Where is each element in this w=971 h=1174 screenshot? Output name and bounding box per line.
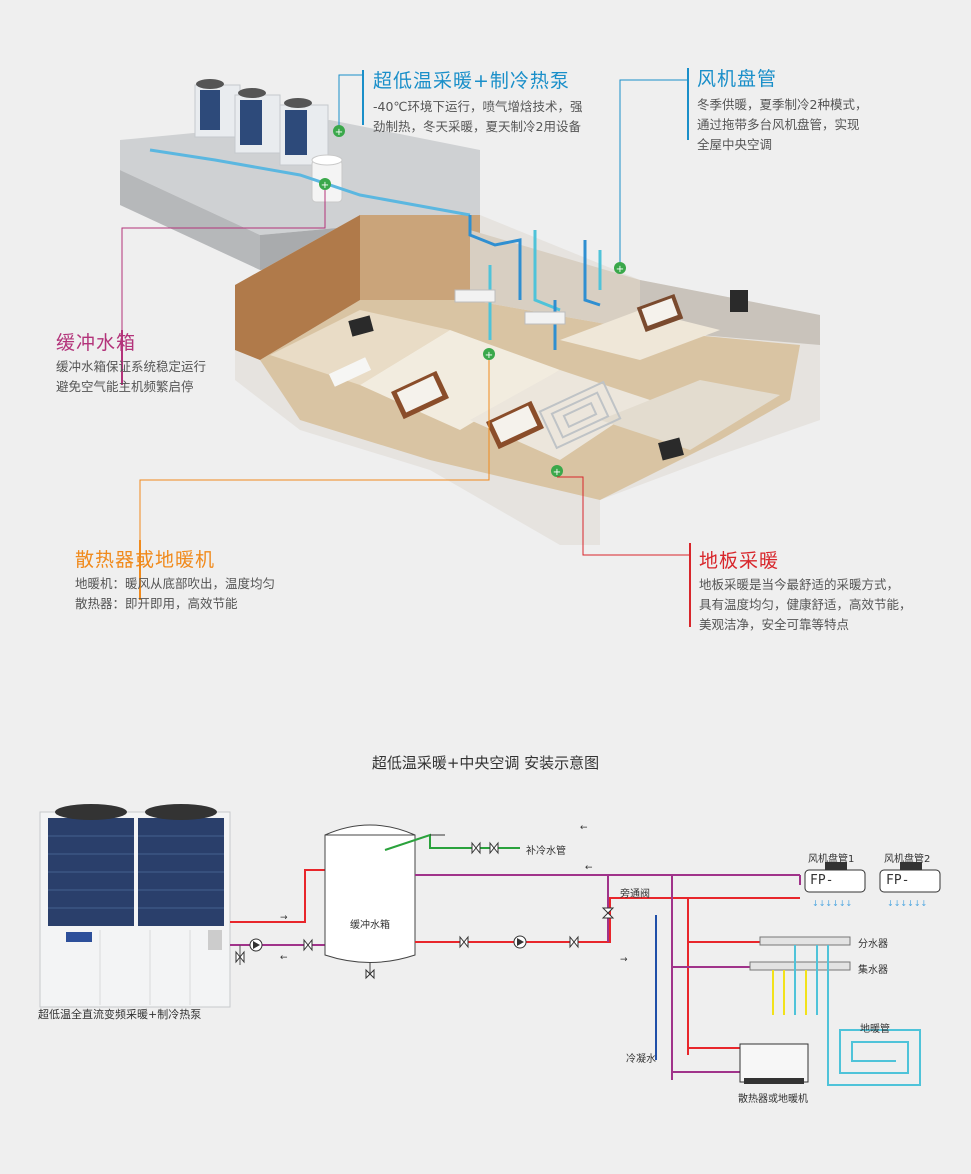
floor-title: 地板采暖 xyxy=(699,550,780,572)
distributor-label: 分水器 xyxy=(858,939,888,950)
fancoil-line-2: 通过拖带多台风机盘管，实现 xyxy=(697,117,860,132)
svg-text:+: + xyxy=(321,180,329,191)
buffer-callout: 缓冲水箱 缓冲水箱保证系统稳定运行 避免空气能主机频繁启停 xyxy=(56,328,206,397)
fancoil-unit-2 xyxy=(879,862,941,893)
svg-text:→: → xyxy=(620,955,628,965)
fancoil1-fp-text: FP- xyxy=(810,873,834,888)
schematic-title: 超低温采暖+中央空调 安装示意图 xyxy=(371,754,600,772)
fancoil2-label: 风机盘管2 xyxy=(884,854,931,865)
radiator-label: 散热器或地暖机 xyxy=(738,1094,808,1105)
floor-line-3: 美观洁净，安全可靠等特点 xyxy=(699,617,850,632)
marker-fancoil: + xyxy=(614,262,626,275)
condensate-label: 冷凝水 xyxy=(626,1054,656,1065)
svg-text:+: + xyxy=(553,467,561,478)
installation-schematic: → ← ← ← → xyxy=(39,804,941,1086)
radiator-line-2: 散热器：即开即用，高效节能 xyxy=(75,596,238,611)
floor-heating-coil xyxy=(827,1015,921,1086)
radiator-title: 散热器或地暖机 xyxy=(75,549,216,571)
heatpump-line-2: 劲制热，冬天采暖，夏天制冷2用设备 xyxy=(373,119,581,134)
marker-tank: + xyxy=(319,178,331,191)
tank-label: 缓冲水箱 xyxy=(350,920,390,931)
svg-text:+: + xyxy=(335,127,343,138)
svg-text:→: → xyxy=(280,913,288,923)
marker-floor: + xyxy=(551,465,563,478)
svg-text:←: ← xyxy=(585,863,593,873)
svg-text:+: + xyxy=(616,264,624,275)
heatpump-outdoor-unit xyxy=(39,804,231,1008)
svg-text:←: ← xyxy=(580,823,588,833)
floor-line-2: 具有温度均匀，健康舒适，高效节能， xyxy=(699,597,912,612)
collector-label: 集水器 xyxy=(858,965,888,976)
svg-text:↓↓↓↓↓↓: ↓↓↓↓↓↓ xyxy=(887,899,927,908)
fancoil-unit-1 xyxy=(804,862,866,893)
unit-caption: 超低温全直流变频采暖+制冷热泵 xyxy=(38,1008,202,1021)
heatpump-callout: 超低温采暖+制冷热泵 -40℃环境下运行，喷气增焓技术，强 劲制热，冬天采暖，夏… xyxy=(373,66,582,137)
fancoil1-label: 风机盘管1 xyxy=(808,854,855,865)
buffer-line-1: 缓冲水箱保证系统稳定运行 xyxy=(56,359,207,374)
fancoil-line-3: 全屋中央空调 xyxy=(697,137,773,152)
floor-callout: 地板采暖 地板采暖是当今最舒适的采暖方式， 具有温度均匀，健康舒适，高效节能， … xyxy=(699,546,912,635)
fancoil2-fp-text: FP- xyxy=(886,873,910,888)
radiator-unit xyxy=(739,1043,809,1084)
fancoil-title: 风机盘管 xyxy=(697,68,778,90)
buffer-title: 缓冲水箱 xyxy=(56,332,137,354)
marker-heatpump: + xyxy=(333,125,345,138)
radiator-callout: 散热器或地暖机 地暖机：暖风从底部吹出，温度均匀 散热器：即开即用，高效节能 xyxy=(75,545,275,614)
svg-text:+: + xyxy=(485,350,493,361)
bypass-label: 旁通阀 xyxy=(620,889,650,900)
svg-text:↓↓↓↓↓↓: ↓↓↓↓↓↓ xyxy=(812,899,852,908)
marker-radiator: + xyxy=(483,348,495,361)
fancoil-line-1: 冬季供暖，夏季制冷2种模式， xyxy=(697,97,868,112)
heatpump-title: 超低温采暖+制冷热泵 xyxy=(373,70,570,92)
floor-pipe-label: 地暖管 xyxy=(860,1024,890,1035)
makeup-label: 补冷水管 xyxy=(526,846,566,857)
house-illustration: + + + + + xyxy=(120,68,820,627)
heatpump-line-1: -40℃环境下运行，喷气增焓技术，强 xyxy=(373,99,583,114)
buffer-line-2: 避免空气能主机频繁启停 xyxy=(56,379,194,394)
svg-text:←: ← xyxy=(280,953,288,963)
radiator-line-1: 地暖机：暖风从底部吹出，温度均匀 xyxy=(75,576,276,591)
buffer-tank xyxy=(324,824,416,980)
floor-line-1: 地板采暖是当今最舒适的采暖方式， xyxy=(699,577,900,592)
fancoil-callout: 风机盘管 冬季供暖，夏季制冷2种模式， 通过拖带多台风机盘管，实现 全屋中央空调 xyxy=(697,64,867,155)
heatpump-units xyxy=(194,79,329,166)
